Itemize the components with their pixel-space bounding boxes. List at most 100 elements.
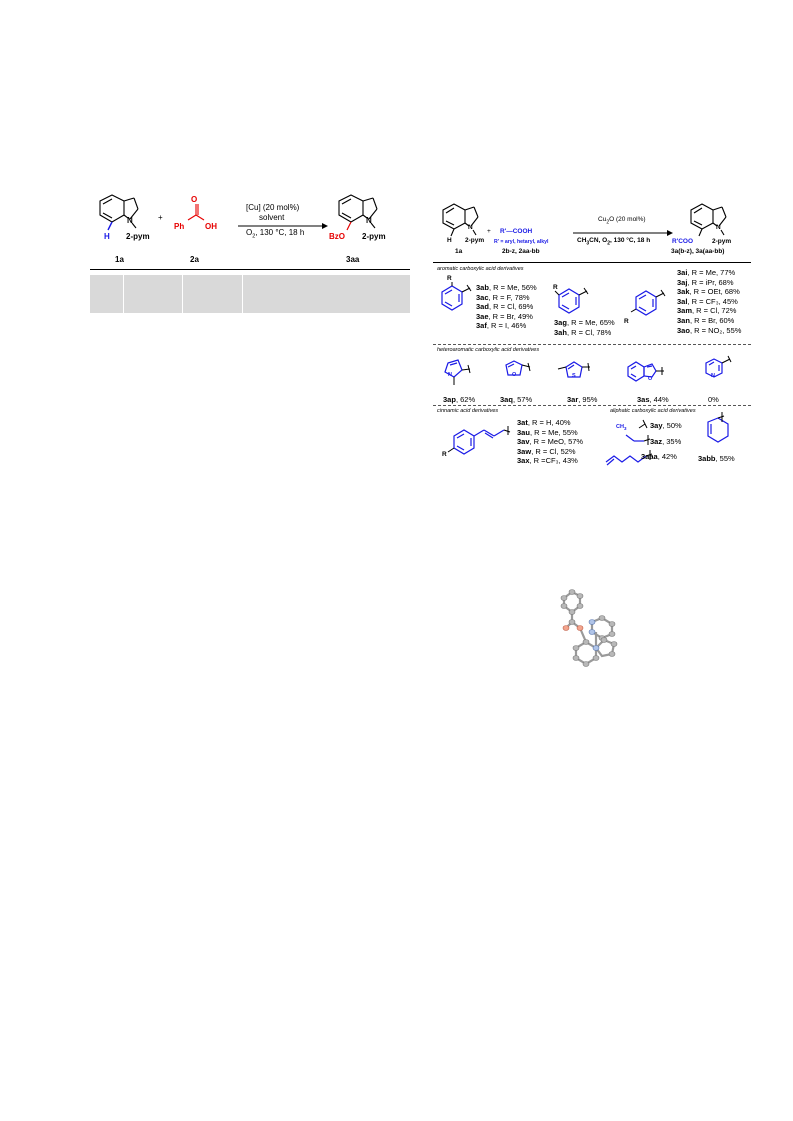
compound-label-2a: 2a <box>190 255 199 264</box>
ch3-sub: 3 <box>586 240 590 247</box>
ortho-entry: 3ac, R = F, 78% <box>476 293 537 303</box>
entry-id: 3av <box>517 437 530 447</box>
o2-sub: 2 <box>252 233 256 240</box>
para-entry: 3am, R = Cl, 72% <box>677 306 741 316</box>
cn-o2-text: CN, O <box>589 237 608 244</box>
entry-text: , R = H, 40% <box>527 418 571 427</box>
pym-label-1a: 2-pym <box>126 232 150 241</box>
hetero-entry-3aq: 3aq, 57% <box>500 395 532 405</box>
entry-id: 3an <box>677 315 690 325</box>
reagent-bottom-right: CH3CN, O2, 130 °C, 18 h <box>577 237 650 246</box>
cyclohexenyl-structure <box>707 412 729 443</box>
h-label-1a: H <box>104 232 110 241</box>
section-hetero-title: heteroaromatic carboxylic acid derivativ… <box>437 347 540 353</box>
hetero-entry-pyridine: 0% <box>708 395 719 405</box>
entry-id: 3aaa <box>641 452 658 461</box>
entry-id: 3aw <box>517 446 532 456</box>
entry-id: 3al <box>677 296 688 306</box>
meta-aryl-structure <box>554 287 589 314</box>
hexenyl-structure <box>605 450 653 466</box>
entry-id: 3ai <box>677 268 688 277</box>
entry-text: , 44% <box>649 395 669 404</box>
entry-id: 3ah <box>554 327 567 337</box>
entry-id: 3ag <box>554 318 567 327</box>
compound-label-1a: 1a <box>115 255 124 264</box>
pym-label-right: 2-pym <box>465 237 485 244</box>
entry-id: 3abb <box>698 454 716 463</box>
entry-id: 3ae <box>476 311 489 321</box>
aliphatic-entry-3abb: 3abb, 55% <box>698 454 735 464</box>
n-atom-pyrrole: N <box>448 372 452 378</box>
r-label-meta: R <box>553 284 558 291</box>
thiophene-structure <box>557 361 590 378</box>
entry-text: , R = MeO, 57% <box>529 437 584 447</box>
ortho-entry: 3ab, R = Me, 56% <box>476 283 537 293</box>
entry-id: 3aj <box>677 277 688 287</box>
entry-text: , R = Cl, 52% <box>531 446 576 456</box>
acid-formula-text: R'—COOH <box>500 228 533 235</box>
section-aliphatic-title: aliphatic carboxylic acid derivatives <box>610 408 696 414</box>
divider-2 <box>433 405 751 406</box>
cinnamic-entry: 3au, R = Me, 55% <box>517 428 583 438</box>
temp-time: , 130 °C, 18 h <box>255 228 305 237</box>
hetero-entry-3ar: 3ar, 95% <box>567 395 597 405</box>
r-label-ortho: R <box>447 275 452 282</box>
entry-id: 3ax <box>517 456 530 466</box>
entry-text: , R = NO₂, 55% <box>689 325 742 335</box>
entry-id: 3ar <box>567 395 579 404</box>
para-entry: 3ao, R = NO₂, 55% <box>677 326 741 336</box>
entry-id: 3as <box>637 395 650 404</box>
compound-label-2: 2b-z, 2aa-bb <box>502 248 540 255</box>
cinnamic-entry: 3aw, R = Cl, 52% <box>517 447 583 457</box>
ch3-sub: 3 <box>623 426 627 432</box>
acid-description: R' = aryl, hetaryl, alkyl <box>494 239 549 245</box>
bzo-label-3aa: BzO <box>329 232 345 241</box>
entry-id: 3ac <box>476 292 489 302</box>
aliphatic-entry-3aaa: 3aaa, 42% <box>641 452 677 462</box>
o-atom-benzofuran: O <box>648 376 653 382</box>
r-label-para: R <box>624 318 629 325</box>
entry-text: , R = Me, 55% <box>529 427 578 437</box>
para-entry: 3aj, R = iPr, 68% <box>677 278 741 288</box>
reagent-top-right: Cu2O (20 mol%) <box>598 216 646 225</box>
entry-id: 3ap <box>443 395 456 404</box>
product-3a-structure <box>690 203 727 237</box>
n-atom-pyridine: N <box>711 373 715 379</box>
oh-label-2a: OH <box>205 222 217 231</box>
o2-sub-right: 2 <box>607 240 611 247</box>
cinnamic-entry: 3av, R = MeO, 57% <box>517 437 583 447</box>
benzoic-acid-2a-structure <box>187 204 205 221</box>
entry-text: , 50% <box>662 421 682 430</box>
entry-id: 3ad <box>476 302 489 312</box>
entry-text: , R = I, 46% <box>486 321 527 331</box>
para-entry: 3an, R = Br, 60% <box>677 316 741 326</box>
entry-id: 3af <box>476 321 487 331</box>
cinnamic-entry: 3ax, R =CF₃, 43% <box>517 456 583 466</box>
benzofuran-structure <box>627 361 664 382</box>
propionyl-structure <box>625 434 651 445</box>
aliphatic-entry-3az: 3az, 35% <box>650 437 681 447</box>
para-entries: 3ai, R = Me, 77%3aj, R = iPr, 68%3ak, R … <box>677 268 741 335</box>
pym-label-3aa: 2-pym <box>362 232 386 241</box>
compound-label-3-right: 3a(b-z), 3a(aa-bb) <box>671 248 725 255</box>
entry-text: , 57% <box>512 395 533 404</box>
entry-text: , 95% <box>578 395 598 404</box>
h-label-right: H <box>447 237 452 244</box>
plus-sign-right: + <box>487 228 491 235</box>
s-atom-thiophene: S <box>572 373 576 379</box>
reaction-arrow <box>238 223 328 229</box>
furan-structure <box>505 360 531 376</box>
plus-sign: + <box>158 213 163 222</box>
entry-id: 3au <box>517 427 530 437</box>
ortho-entry: 3ae, R = Br, 49% <box>476 312 537 322</box>
meta-entry: 3ah, R = Cl, 78% <box>554 328 615 338</box>
entry-text: , R = Cl, 72% <box>692 306 737 316</box>
right-top-rule <box>433 262 751 263</box>
reaction-arrow-right <box>573 230 673 236</box>
entry-text: , R = iPr, 68% <box>687 277 734 287</box>
pyridine-structure <box>705 355 732 378</box>
para-aryl-structure <box>630 289 666 316</box>
pym-label-product-right: 2-pym <box>712 238 732 245</box>
para-entry: 3ak, R = OEt, 68% <box>677 287 741 297</box>
o-atom-furan: O <box>512 372 517 378</box>
